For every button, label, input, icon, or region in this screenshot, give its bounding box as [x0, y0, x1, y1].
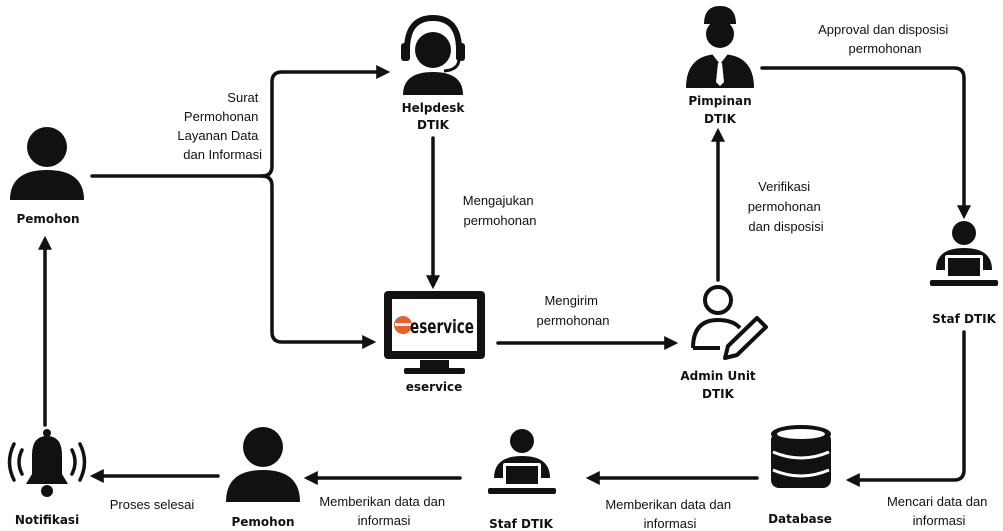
node-label-staf-right: Staf DTIK	[932, 312, 996, 326]
person-icon	[226, 427, 300, 502]
node-label-helpdesk-dtik: DTIK	[417, 118, 450, 132]
monitor-icon	[384, 291, 485, 374]
manager-icon	[686, 6, 754, 88]
node-label-database: Database	[768, 512, 832, 526]
node-label-helpdesk: Helpdesk	[402, 101, 466, 115]
staff-laptop-icon	[488, 429, 556, 494]
edge-label-proses: Proses selesai	[110, 497, 195, 512]
arrow-staf-database	[845, 330, 966, 487]
arrow-to-eservice	[260, 174, 377, 349]
edge-label-mengajukan: Mengajukan permohonan	[463, 193, 537, 228]
node-label-staf-bottom: Staf DTIK	[489, 517, 553, 531]
arrow-pimpinan-staf	[760, 66, 971, 220]
edge-label-mengirim: Mengirim permohonan	[537, 293, 610, 328]
person-icon	[10, 127, 84, 200]
node-label-admin-dtik: DTIK	[702, 387, 735, 401]
node-label-pimpinan-dtik: DTIK	[704, 112, 737, 126]
edge-label-memberikan-staf: Memberikan data dan informasi	[319, 494, 448, 528]
eservice-logo-text: eservice	[410, 316, 474, 338]
node-label-pemohon: Pemohon	[16, 212, 79, 226]
node-label-pimpinan: Pimpinan	[688, 94, 751, 108]
person-pen-icon	[691, 285, 768, 360]
staff-laptop-icon	[930, 221, 998, 286]
eservice-logo: eservice	[394, 316, 474, 338]
edge-label-memberikan-db: Memberikan data dan informasi	[605, 497, 734, 531]
node-label-notifikasi: Notifikasi	[15, 513, 79, 527]
arrows	[38, 65, 971, 487]
headset-person-icon	[401, 14, 465, 95]
edge-labels: Surat Permohonan Layanan Data dan Inform…	[110, 22, 991, 531]
node-label-eservice: eservice	[406, 380, 463, 394]
bell-icon	[7, 429, 87, 497]
node-label-pemohon-bottom: Pemohon	[231, 515, 294, 529]
edge-label-mencari: Mencari data dan informasi	[887, 494, 991, 528]
node-label-admin-unit: Admin Unit	[680, 369, 756, 383]
node-labels: Pemohon Helpdesk DTIK eservice Admin Uni…	[15, 94, 997, 531]
edge-label-surat: Surat Permohonan Layanan Data dan Inform…	[177, 90, 262, 162]
database-icon	[771, 425, 831, 488]
arrow-to-helpdesk	[260, 65, 391, 178]
edge-label-verifikasi: Verifikasi permohonan dan disposisi	[748, 179, 825, 234]
edge-label-approval: Approval dan disposisi permohonan	[818, 22, 952, 56]
